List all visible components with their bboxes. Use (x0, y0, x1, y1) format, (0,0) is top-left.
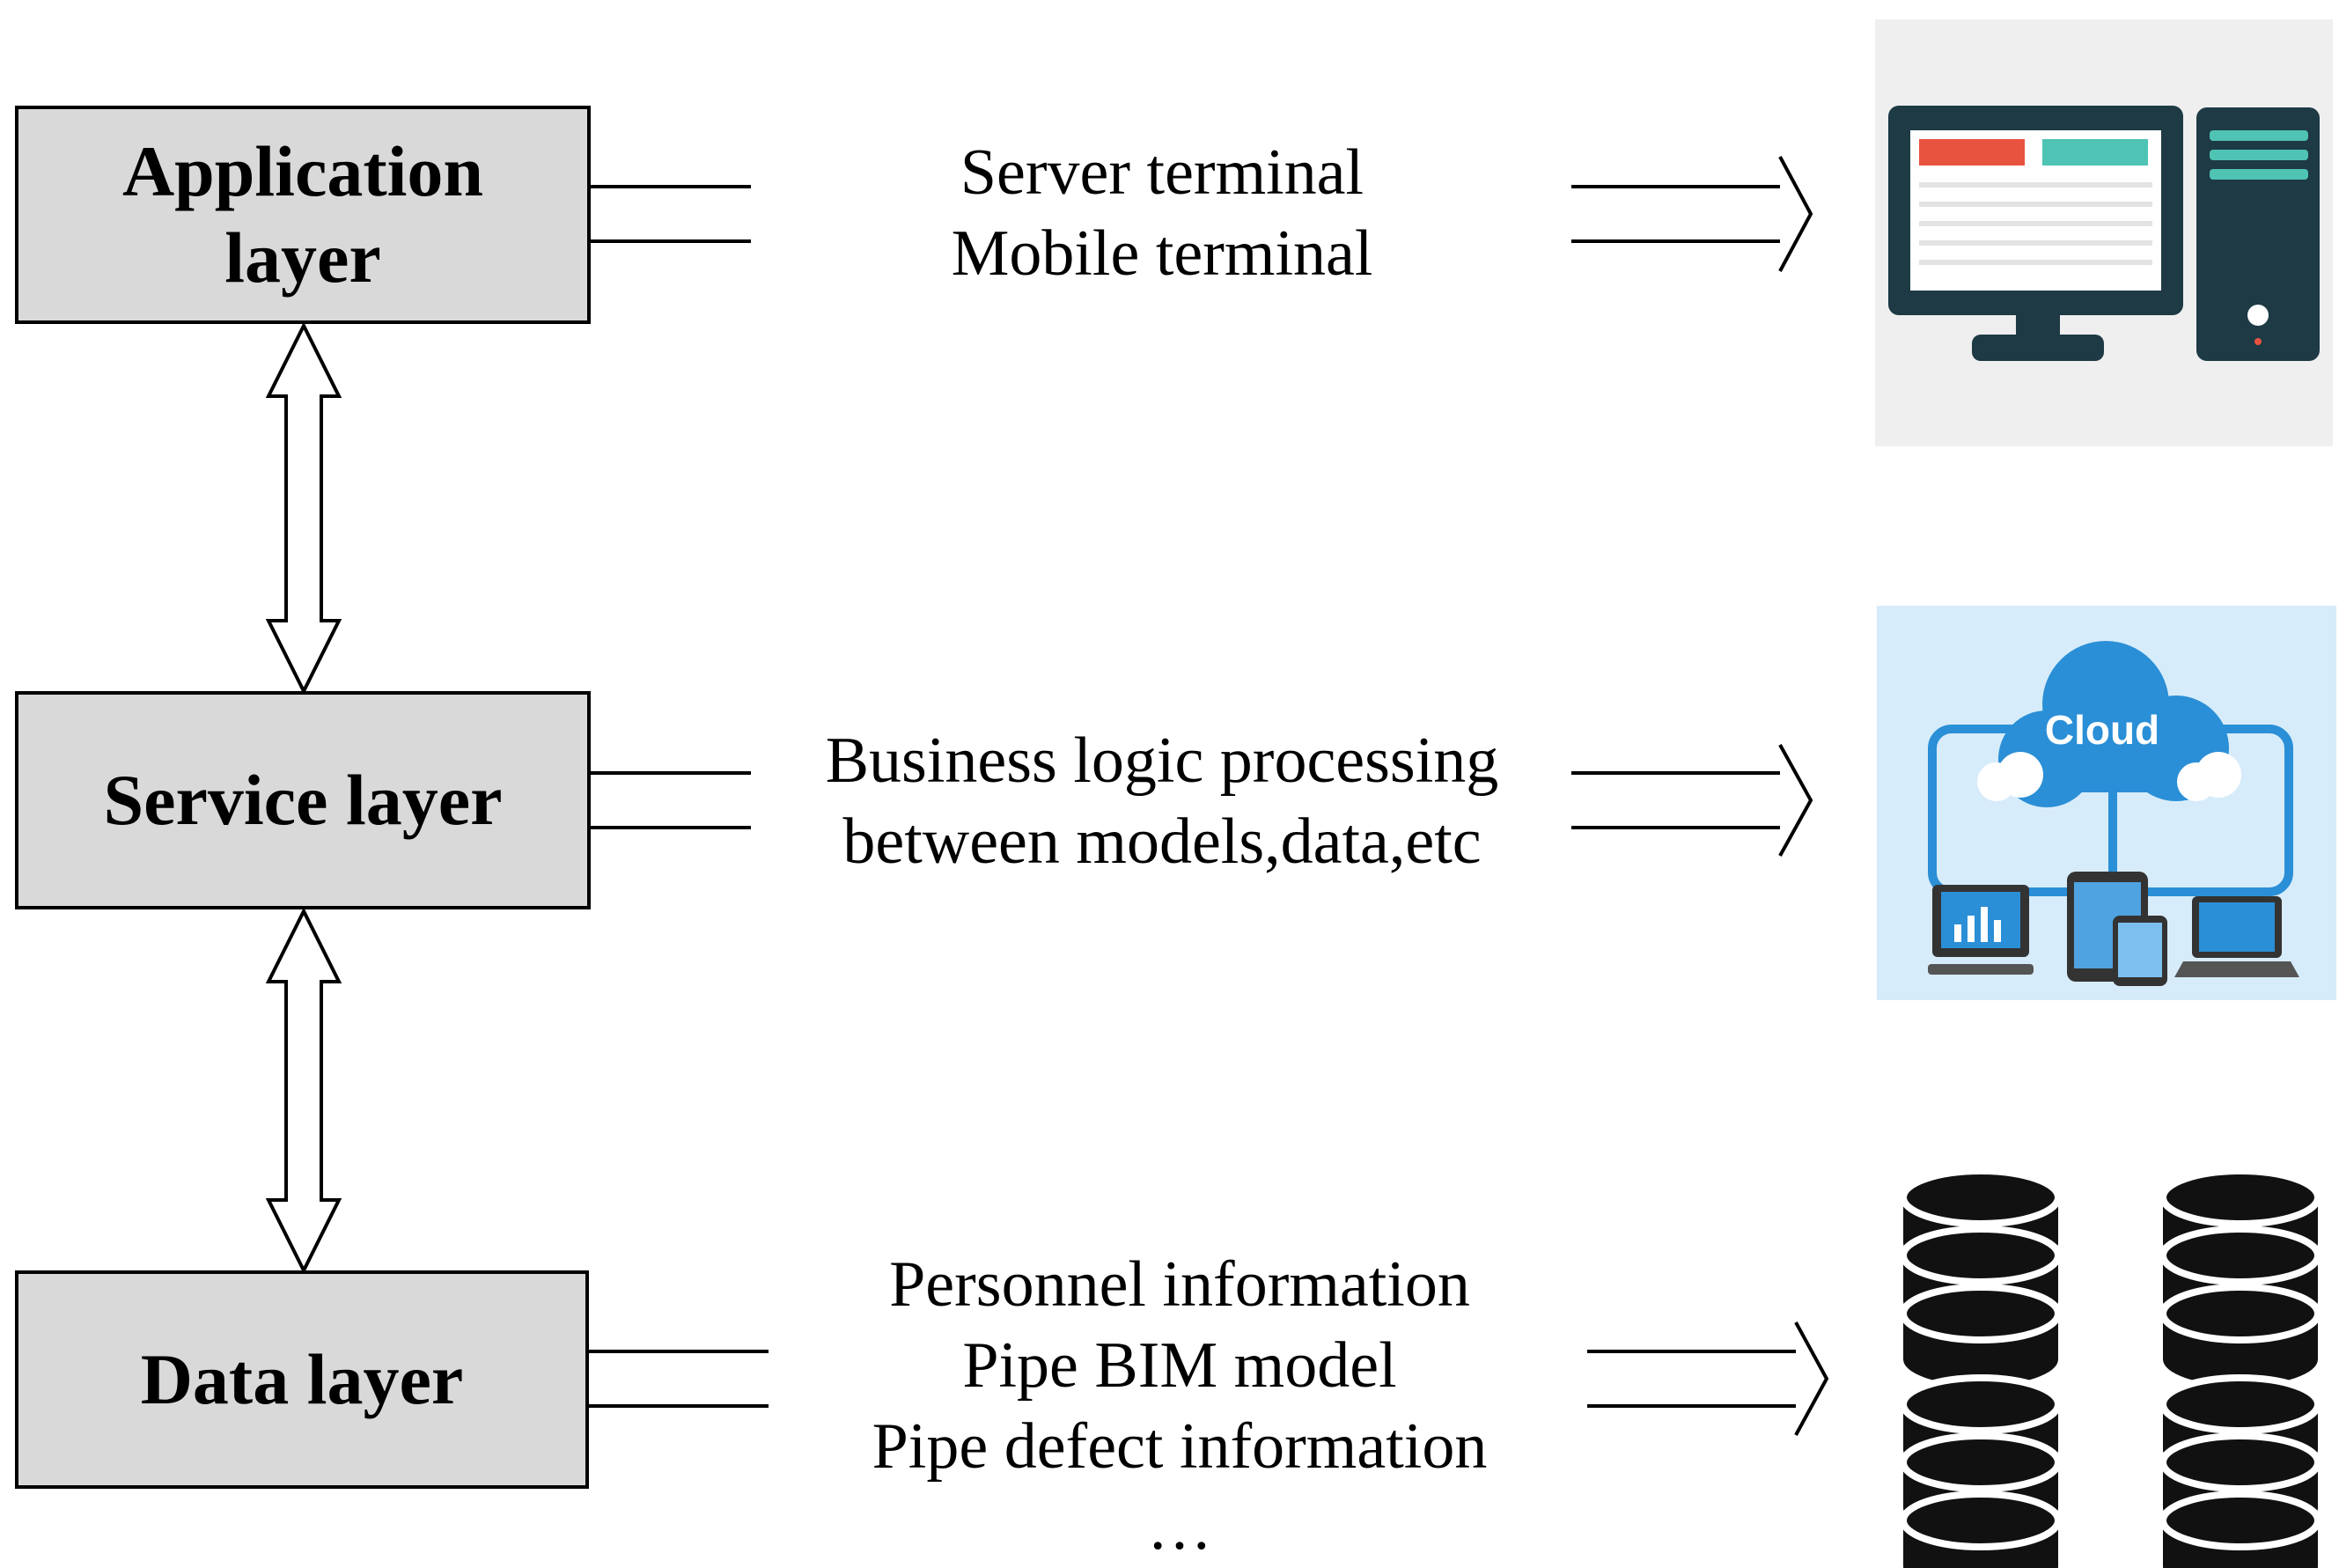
application-layer-label-line1: Application (121, 130, 484, 211)
database-cylinder (1900, 1167, 2062, 1386)
application-service-connector (265, 321, 342, 696)
description-line: Pipe defect information (872, 1410, 1488, 1483)
service-link-lines (591, 771, 751, 829)
database-cylinder (2159, 1167, 2321, 1386)
service-layer-box: Service layer (15, 691, 591, 909)
description-line: between models,data,etc (842, 806, 1482, 878)
description-line: Personnel information (889, 1248, 1470, 1321)
description-line: Server terminal (960, 136, 1364, 209)
database-cylinder (2159, 1374, 2321, 1568)
description-ellipsis: … (1147, 1491, 1212, 1564)
application-layer-label-line2: layer (224, 217, 381, 298)
database-stack-icon (1900, 1167, 2321, 1568)
data-icon-arrow (1587, 1321, 1829, 1436)
service-icon-arrow (1571, 744, 1813, 857)
application-link-lines (591, 185, 751, 243)
service-data-connector (265, 907, 342, 1275)
data-layer-box: Data layer (15, 1270, 589, 1489)
desktop-computer-icon (1875, 19, 2333, 446)
application-layer-box: Application layer (15, 106, 591, 324)
service-layer-description: Business logic processing between models… (766, 720, 1558, 882)
data-link-lines (589, 1350, 769, 1408)
description-line: Mobile terminal (951, 217, 1373, 290)
application-layer-description: Server terminal Mobile terminal (766, 132, 1558, 294)
application-icon-arrow (1571, 156, 1813, 272)
cloud-network-icon: Cloud (1877, 606, 2336, 1000)
description-line: Pipe BIM model (962, 1329, 1397, 1402)
description-line: Business logic processing (825, 725, 1499, 797)
cloud-label: Cloud (2045, 707, 2159, 753)
service-layer-label: Service layer (103, 759, 503, 840)
data-layer-description: Personnel information Pipe BIM model Pip… (783, 1244, 1576, 1568)
database-cylinder (1900, 1374, 2062, 1568)
data-layer-label: Data layer (140, 1338, 464, 1419)
